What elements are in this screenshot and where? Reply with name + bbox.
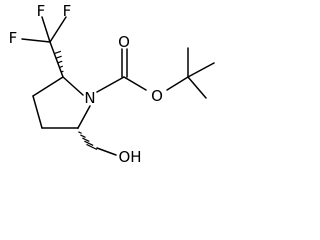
bond-c5-n: [77, 105, 91, 129]
hashed-wedge-c5-ch2: [77, 126, 98, 151]
ester-oxygen-label: O: [151, 87, 163, 105]
atom-label-layer: F F F N O O OH: [9, 2, 163, 166]
bond-n-carbonyl-c: [96, 76, 125, 93]
fluorine-label-top-right: F: [63, 2, 72, 20]
hashed-wedge-c2-cf3: [54, 50, 64, 79]
bond-ch2-o-hydroxyl: [96, 147, 117, 156]
fluorine-label-top-left: F: [37, 2, 46, 20]
carbonyl-oxygen-label: O: [118, 33, 130, 51]
bond-carbonyl-c-o-ester: [123, 76, 147, 91]
bond-cf3-f-left: [21, 38, 51, 43]
bond-layer: [21, 16, 215, 156]
bond-cf3-f-top-right: [49, 16, 67, 43]
bond-c3-c4: [32, 95, 43, 129]
hydroxyl-label: OH: [118, 148, 141, 166]
molecule-structure: F F F N O O OH: [9, 2, 215, 166]
nitrogen-label: N: [84, 89, 95, 107]
bond-o-ester-c-quat: [166, 76, 189, 91]
bond-c2-cf3: [49, 41, 64, 78]
fluorine-label-left: F: [9, 29, 18, 47]
bond-n-c2: [62, 76, 84, 96]
bond-c2-c3: [32, 76, 64, 97]
bond-c-quat-me-right: [187, 62, 215, 78]
bond-c-quat-me-bottom: [187, 76, 207, 99]
bond-cf3-f-top-left: [41, 16, 51, 43]
